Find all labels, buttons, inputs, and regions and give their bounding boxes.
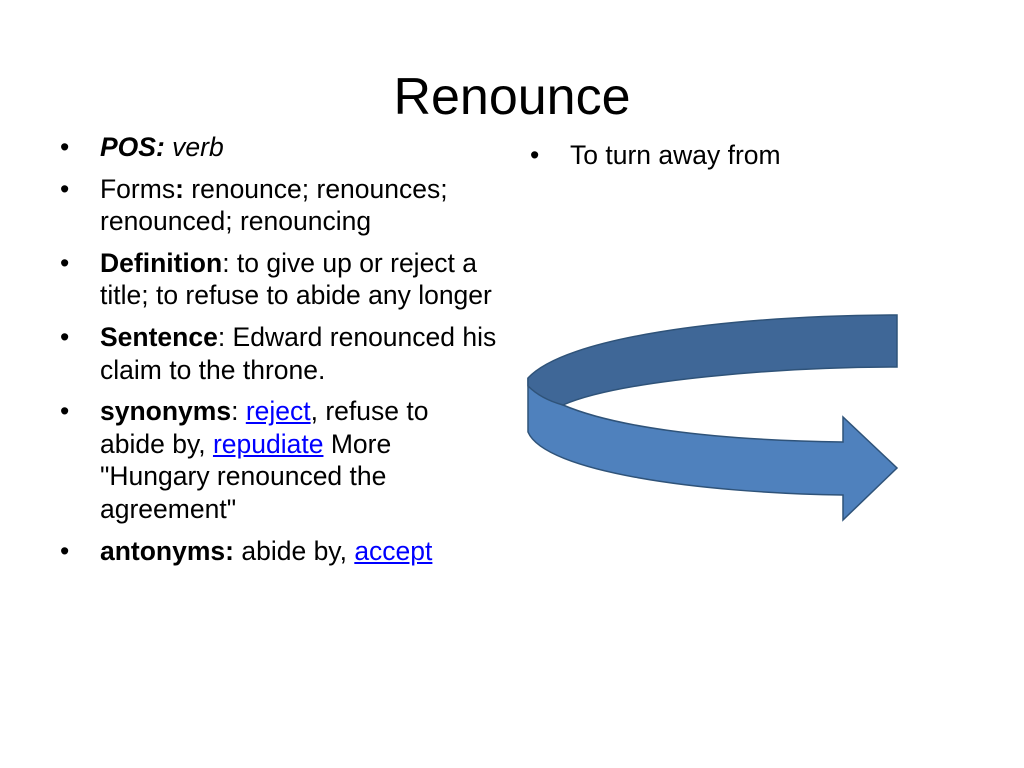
definition-list: POS: verb Forms: renounce; renounces; re… — [60, 131, 500, 576]
link-accept[interactable]: accept — [354, 535, 433, 566]
meaning-list: To turn away from — [530, 139, 930, 181]
bullet-synonyms: synonyms: reject, refuse to abide by, re… — [60, 395, 500, 525]
slide-title: Renounce — [393, 68, 631, 126]
arrow-top-band — [527, 314, 898, 406]
bullet-forms: Forms: renounce; renounces; renounced; r… — [60, 173, 500, 238]
arrow-bottom-band — [527, 377, 899, 522]
bullet-definition: Definition: to give up or reject a title… — [60, 247, 500, 312]
link-repudiate[interactable]: repudiate — [212, 428, 324, 459]
link-reject[interactable]: reject — [245, 396, 311, 427]
bullet-sentence: Sentence: Edward renounced his claim to … — [60, 321, 500, 386]
bullet-pos: POS: verb — [60, 131, 500, 164]
bullet-meaning: To turn away from — [530, 139, 930, 172]
bullet-antonyms: antonyms: abide by, accept — [60, 535, 500, 568]
